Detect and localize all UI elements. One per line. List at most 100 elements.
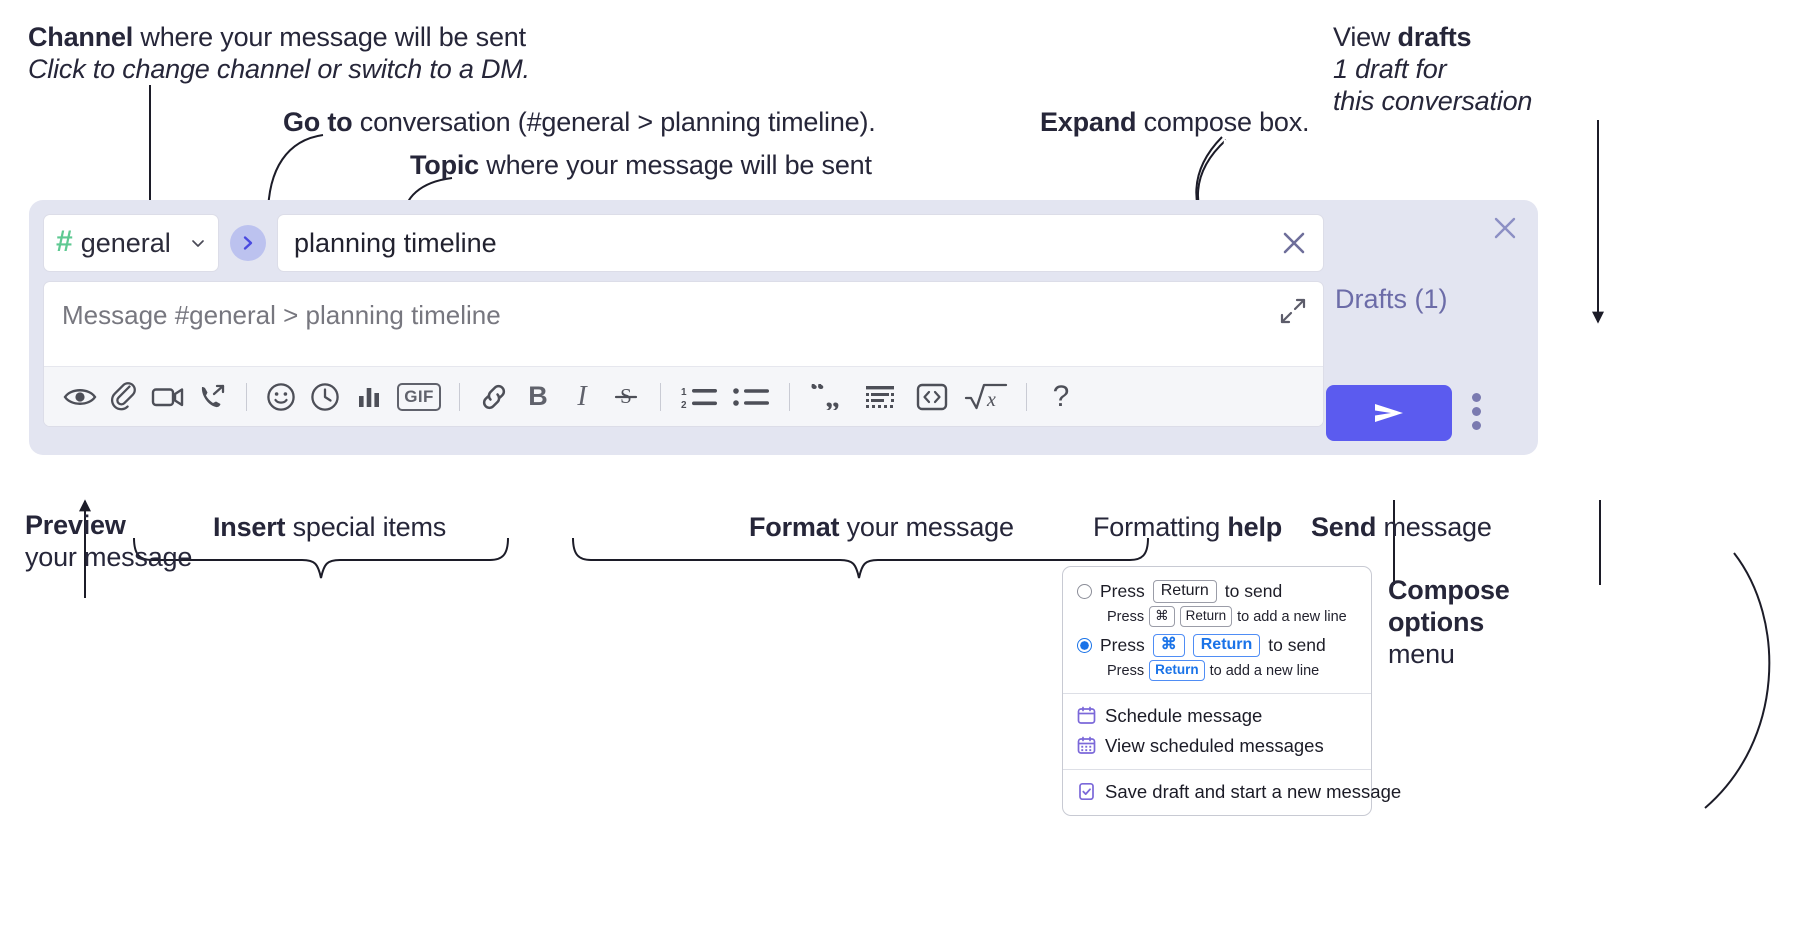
- separator-1: [246, 382, 247, 411]
- annotation-send-bold: Send: [1311, 512, 1377, 542]
- menu-item-view-scheduled[interactable]: View scheduled messages: [1063, 731, 1371, 761]
- annotation-help-lead: Formatting: [1093, 512, 1228, 542]
- goto-conversation-button[interactable]: [230, 225, 266, 261]
- close-icon[interactable]: [1491, 214, 1519, 242]
- kebab-dot-3: [1472, 421, 1481, 430]
- topic-input[interactable]: planning timeline: [277, 214, 1324, 272]
- link-button[interactable]: [472, 375, 516, 419]
- question-mark-icon: ?: [1052, 379, 1070, 413]
- close-icon[interactable]: [1279, 228, 1309, 258]
- compose-options-button[interactable]: [1472, 393, 1481, 430]
- ordered-list-button[interactable]: 1 2: [673, 375, 725, 419]
- italic-label: I: [577, 380, 587, 412]
- send-option-return-main: Press Return to send: [1077, 580, 1357, 604]
- message-input[interactable]: Message #general > planning timeline: [44, 282, 1323, 366]
- video-camera-icon: [151, 387, 184, 406]
- poll-button[interactable]: [347, 375, 391, 419]
- annotation-preview: Preview your message: [25, 510, 192, 574]
- annotation-topic-bold: Topic: [410, 150, 479, 180]
- annotation-drafts-italic2: this conversation: [1333, 85, 1533, 116]
- annotation-channel-rest: where your message will be sent: [133, 22, 526, 52]
- bullet-list-icon: [733, 387, 769, 406]
- option-0-sub-pre: Press: [1107, 608, 1145, 625]
- svg-text:“: “: [810, 384, 825, 407]
- message-placeholder: Message #general > planning timeline: [62, 300, 501, 330]
- key-return-2: Return: [1179, 606, 1233, 627]
- annotation-formatting-help: Formatting help: [1093, 512, 1282, 544]
- annotation-format: Format your message: [749, 512, 1014, 544]
- send-option-return[interactable]: Press Return to send Press ⌘ Return to a…: [1063, 577, 1371, 631]
- paperclip-icon: [110, 381, 136, 410]
- separator-3: [660, 382, 661, 411]
- expand-arrows-icon[interactable]: [1279, 297, 1307, 325]
- inline-code-button[interactable]: [906, 375, 958, 419]
- phone-forward-icon: [201, 384, 225, 407]
- menu-item-save-draft[interactable]: Save draft and start a new message: [1063, 777, 1401, 807]
- code-block-button[interactable]: [854, 375, 906, 419]
- calendar-icon: [1077, 706, 1096, 725]
- option-1-pre: Press: [1100, 635, 1145, 656]
- send-option-return-sub: Press ⌘ Return to add a new line: [1077, 606, 1357, 627]
- annotation-channel-bold: Channel: [28, 22, 134, 52]
- annotation-help-bold: help: [1227, 512, 1283, 542]
- svg-text:„: „: [825, 384, 840, 410]
- document-check-icon: [1079, 783, 1094, 801]
- key-return-3: Return: [1192, 633, 1261, 658]
- gif-button[interactable]: GIF: [391, 375, 447, 419]
- preview-button[interactable]: [58, 375, 102, 419]
- separator-2: [459, 382, 460, 411]
- formatting-toolbar: GIF B: [44, 366, 1323, 426]
- blockquote-button[interactable]: “ „: [802, 375, 854, 419]
- strikethrough-button[interactable]: S: [604, 375, 648, 419]
- key-cmd: ⌘: [1149, 606, 1175, 627]
- code-block-icon: [866, 385, 894, 408]
- menu-item-schedule-message[interactable]: Schedule message: [1063, 701, 1371, 731]
- hash-icon: #: [56, 225, 73, 258]
- conversation-context-row: # general planning timeline: [43, 214, 1324, 272]
- separator-4: [789, 382, 790, 411]
- audio-clip-button[interactable]: [190, 375, 234, 419]
- menu-item-save-draft-label: Save draft and start a new message: [1105, 780, 1402, 802]
- topic-value: planning timeline: [294, 227, 497, 258]
- annotation-compose-rest: menu: [1388, 638, 1455, 669]
- annotation-drafts-bold: drafts: [1397, 22, 1472, 52]
- radio-return[interactable]: [1077, 584, 1092, 600]
- kebab-dot-1: [1472, 393, 1481, 402]
- formatting-help-button[interactable]: ?: [1039, 375, 1083, 419]
- annotation-format-rest: your message: [839, 512, 1014, 542]
- smiley-icon: [267, 382, 295, 411]
- annotation-channel-italic: Click to change channel or switch to a D…: [28, 53, 530, 84]
- video-clip-button[interactable]: [146, 375, 190, 419]
- chevron-right-icon: [243, 236, 253, 250]
- annotation-goto-rest: conversation (#general > planning timeli…: [352, 107, 876, 137]
- send-option-cmd-return[interactable]: Press ⌘ Return to send Press Return to a…: [1063, 631, 1371, 685]
- option-1-sub-pre: Press: [1107, 662, 1145, 679]
- bold-button[interactable]: B: [516, 375, 560, 419]
- send-option-cmd-return-main: Press ⌘ Return to send: [1077, 633, 1357, 658]
- channel-selector[interactable]: # general: [43, 214, 219, 272]
- send-button[interactable]: [1326, 385, 1452, 441]
- kebab-dot-2: [1472, 407, 1481, 416]
- clock-icon: [311, 382, 339, 411]
- option-1-post: to send: [1268, 635, 1326, 656]
- annotation-drafts-italic1: 1 draft for: [1333, 53, 1447, 84]
- emoji-button[interactable]: [259, 375, 303, 419]
- schedule-button[interactable]: [303, 375, 347, 419]
- bullet-list-button[interactable]: [725, 375, 777, 419]
- strikethrough-icon: S: [614, 384, 638, 408]
- radio-cmd-return[interactable]: [1077, 638, 1092, 654]
- option-1-sub-post: to add a new line: [1209, 662, 1320, 679]
- annotation-preview-bold: Preview: [25, 510, 126, 540]
- drafts-link[interactable]: Drafts (1): [1335, 284, 1448, 314]
- annotation-drafts-lead: View: [1333, 22, 1398, 52]
- option-0-pre: Press: [1100, 581, 1145, 602]
- svg-text:2: 2: [681, 400, 687, 410]
- attach-button[interactable]: [102, 375, 146, 419]
- math-button[interactable]: x: [958, 375, 1014, 419]
- compose-main-column: # general planning timeline: [43, 214, 1324, 427]
- svg-text:1: 1: [681, 387, 687, 398]
- channel-name-label: general: [80, 227, 171, 258]
- eye-icon: [63, 388, 97, 405]
- italic-button[interactable]: I: [560, 375, 604, 419]
